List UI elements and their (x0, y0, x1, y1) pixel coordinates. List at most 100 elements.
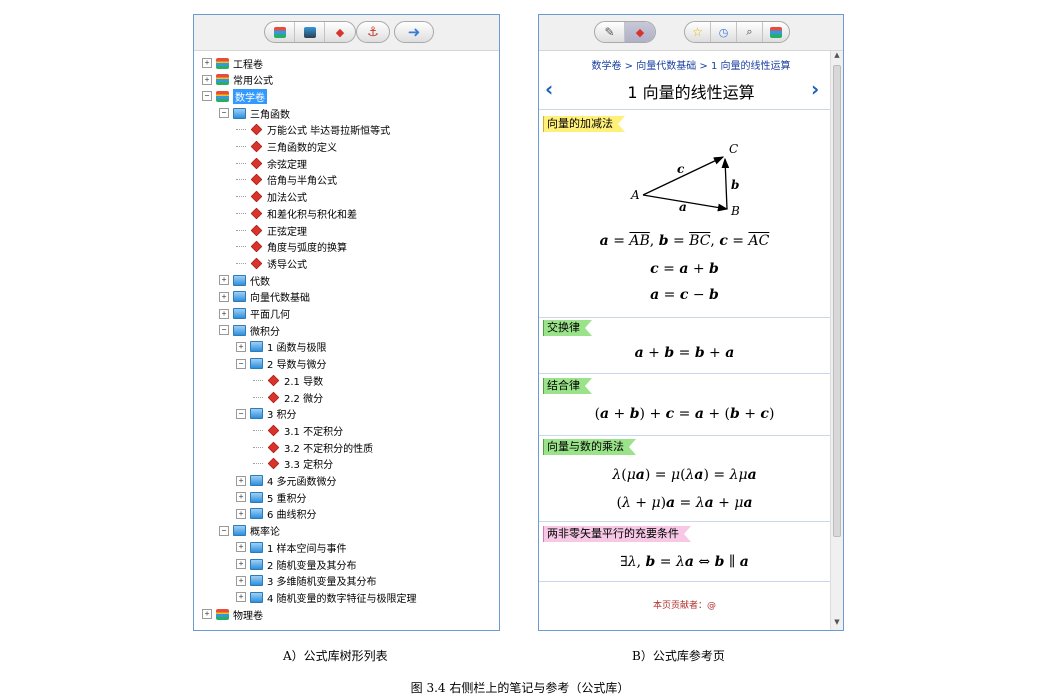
expand-icon[interactable]: + (202, 58, 212, 68)
formula-tag-icon (250, 123, 263, 136)
tree-node[interactable]: 角度与弧度的换算 (236, 239, 347, 255)
expand-icon[interactable]: + (202, 74, 212, 85)
expand-icon[interactable]: + (236, 475, 246, 486)
collapse-icon[interactable]: − (219, 325, 229, 336)
tree-node[interactable]: +3 多维随机变量及其分布 (236, 573, 377, 589)
toolbar-group-edit: ✎ ◆ (594, 21, 656, 43)
expand-icon[interactable]: + (202, 609, 212, 620)
tree-node[interactable]: 倍角与半角公式 (236, 172, 337, 188)
tree-connector (253, 446, 263, 448)
tree-node[interactable]: 3.2 不定积分的性质 (253, 439, 373, 455)
expand-icon[interactable]: + (236, 592, 246, 603)
tree-node-label: 工程卷 (233, 59, 263, 71)
section-label-scalar-mult: 向量与数的乘法 (543, 439, 636, 455)
tag-icon[interactable]: ◆ (625, 22, 655, 42)
tree-node-label: 4 多元函数微分 (267, 477, 337, 488)
tree-node[interactable]: +1 样本空间与事件 (236, 539, 347, 555)
brush-icon[interactable]: ✎ (595, 22, 625, 42)
tree-node[interactable]: 加法公式 (236, 189, 307, 205)
tree-node[interactable]: +5 重积分 (236, 489, 307, 505)
tree-node[interactable]: − 2 导数与微分 (236, 356, 327, 372)
search-icon[interactable]: ⌕ (737, 22, 763, 42)
folder-icon (233, 274, 246, 286)
vertical-scrollbar[interactable]: ▲ ▼ (830, 51, 843, 630)
tree-node[interactable]: −概率论 (219, 523, 280, 539)
collapse-icon[interactable]: − (219, 525, 229, 536)
collapse-icon[interactable]: − (219, 108, 229, 119)
tree-node[interactable]: + 常用公式 (202, 72, 273, 88)
tree-node[interactable]: +物理卷 (202, 606, 263, 622)
prev-page-icon[interactable]: ‹ (545, 77, 554, 101)
tree-connector (236, 262, 246, 264)
tree-node[interactable]: +平面几何 (219, 306, 290, 322)
tree-node[interactable]: +4 多元函数微分 (236, 473, 337, 489)
star-icon[interactable]: ☆ (685, 22, 711, 42)
scroll-up-icon[interactable]: ▲ (834, 51, 840, 59)
collapse-icon[interactable]: − (236, 408, 246, 419)
collapse-icon[interactable]: − (202, 91, 212, 102)
arrow-right-icon[interactable]: ➜ (407, 23, 421, 41)
tree-node-label: 6 曲线积分 (267, 510, 317, 522)
vector-c-label: c (677, 162, 685, 176)
bookmark-icon[interactable]: ◆ (335, 25, 345, 39)
tree-node[interactable]: 万能公式 毕达哥拉斯恒等式 (236, 122, 390, 138)
anchor-icon[interactable]: ⚓ (367, 24, 379, 40)
tree-node-label: 2 导数与微分 (267, 360, 327, 372)
tree-node[interactable]: +6 曲线积分 (236, 506, 317, 522)
book-icon[interactable] (295, 22, 325, 42)
folder-icon (250, 591, 263, 603)
books-icon[interactable] (265, 22, 295, 42)
formula-vector-diff: a = c − b (650, 287, 719, 303)
expand-icon[interactable]: + (219, 308, 229, 319)
vector-c-line (642, 156, 725, 196)
expand-icon[interactable]: + (236, 575, 246, 586)
expand-icon[interactable]: + (236, 559, 246, 569)
tree-node[interactable]: +1 函数与极限 (236, 339, 327, 355)
tree-node[interactable]: + 工程卷 (202, 55, 263, 71)
point-c-label: C (729, 142, 738, 156)
tree-node[interactable]: −数学卷 (202, 88, 267, 104)
tree-node[interactable]: 3.3 定积分 (253, 456, 333, 472)
tree-node[interactable]: −微积分 (219, 322, 280, 338)
folder-icon (250, 358, 263, 370)
expand-icon[interactable]: + (236, 492, 246, 503)
expand-icon[interactable]: + (236, 508, 246, 519)
scroll-down-icon[interactable]: ▼ (834, 618, 840, 626)
collapse-icon[interactable]: − (236, 358, 246, 369)
tree-node[interactable]: 诱导公式 (236, 255, 307, 271)
tree-node-label: 2.1 导数 (284, 376, 324, 388)
expand-icon[interactable]: + (236, 542, 246, 553)
expand-icon[interactable]: + (219, 291, 229, 302)
next-page-icon[interactable]: › (811, 77, 820, 101)
tree-node[interactable]: −3 积分 (236, 406, 297, 422)
tree-node[interactable]: 三角函数的定义 (236, 139, 337, 155)
books-icon[interactable] (763, 22, 789, 42)
tree-node[interactable]: +2 随机变量及其分布 (236, 556, 357, 572)
tree-node-label: 三角函数 (250, 109, 290, 121)
tree-node-label: 常用公式 (233, 76, 273, 88)
tree-node[interactable]: +向量代数基础 (219, 289, 310, 305)
tree-node[interactable]: 正弦定理 (236, 222, 307, 238)
tree-node[interactable]: − 三角函数 (219, 105, 290, 121)
tree-node-label: 1 样本空间与事件 (267, 543, 347, 555)
folder-icon (250, 541, 263, 553)
breadcrumb[interactable]: 数学卷 > 向量代数基础 > 1 向量的线性运算 (591, 61, 791, 72)
tree-node[interactable]: +4 随机变量的数字特征与极限定理 (236, 589, 417, 605)
tree-node[interactable]: 余弦定理 (236, 155, 307, 171)
scroll-thumb[interactable] (833, 65, 841, 537)
expand-icon[interactable]: + (236, 341, 246, 352)
folder-icon (233, 525, 246, 537)
tree-node[interactable]: 2.1 导数 (253, 372, 323, 388)
tree-node-label: 3.3 定积分 (284, 460, 334, 472)
tree-node[interactable]: 3.1 不定积分 (253, 422, 343, 438)
tree-node[interactable]: 和差化积与积化和差 (236, 205, 357, 221)
tree-connector (236, 196, 246, 198)
formula-tag-icon (267, 441, 280, 453)
tree-node[interactable]: 2.2 微分 (253, 389, 323, 405)
tree-connector (253, 396, 263, 398)
tree-node[interactable]: +代数 (219, 272, 270, 288)
tree-node-label: 倍角与半角公式 (267, 176, 337, 188)
expand-icon[interactable]: + (219, 275, 229, 286)
clock-icon[interactable]: ◷ (711, 22, 737, 42)
left-caption: A）公式库树形列表 (283, 649, 388, 663)
